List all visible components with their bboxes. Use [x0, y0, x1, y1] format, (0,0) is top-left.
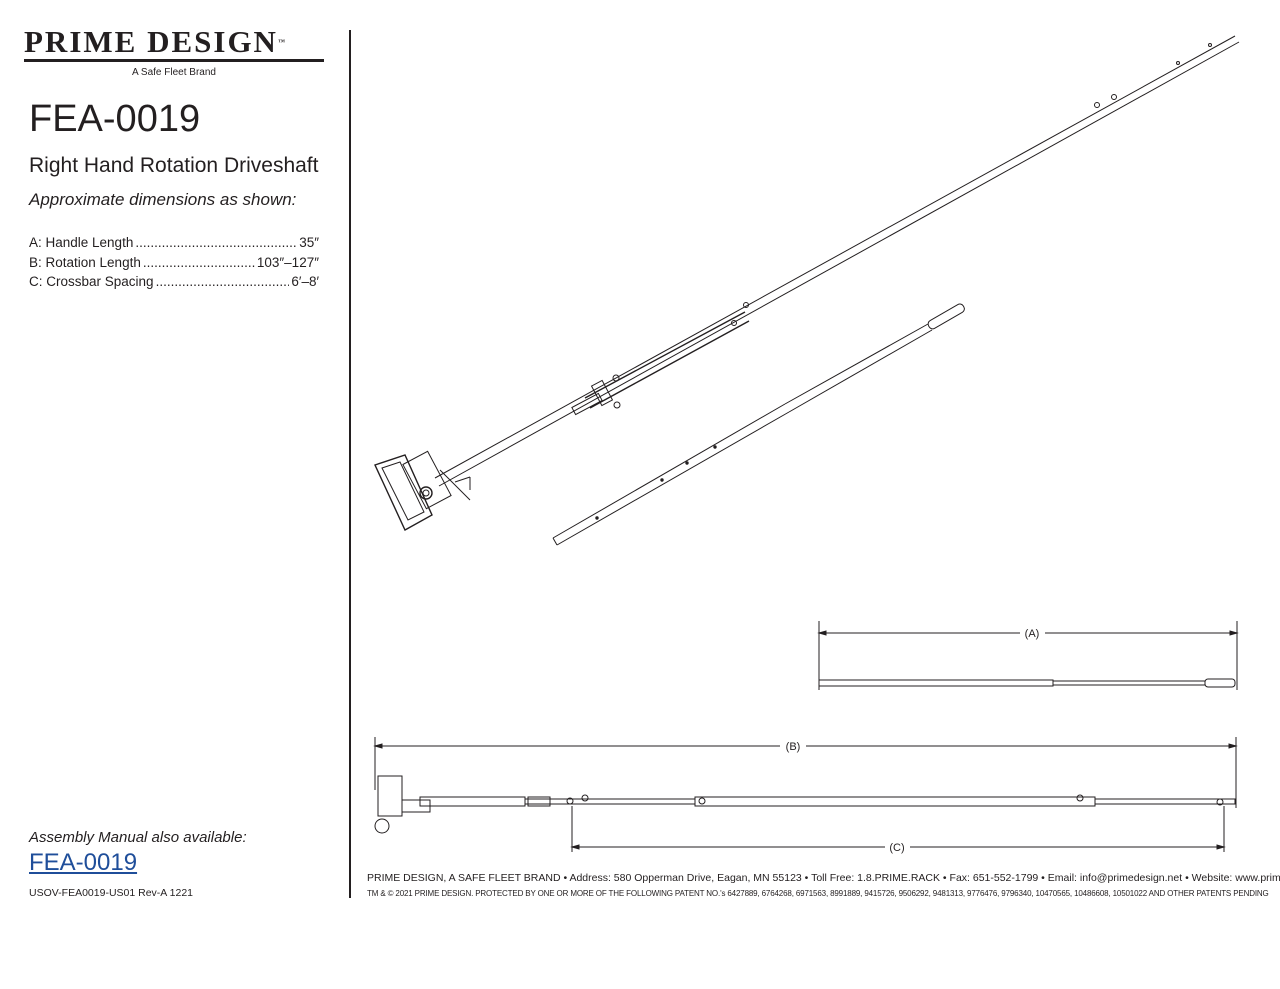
logo-wordmark: Prime Design™ [24, 24, 285, 59]
column-divider [349, 30, 351, 898]
approx-dimensions-heading: Approximate dimensions as shown: [29, 190, 297, 209]
footer-contact-line: PRIME DESIGN, A SAFE FLEET BRAND • Addre… [367, 872, 1280, 884]
dimension-value: 35″ [299, 235, 319, 250]
product-code-title: FEA-0019 [29, 98, 201, 140]
dimension-c-view [570, 806, 1226, 852]
footer-patent-line: TM & © 2021 PRIME DESIGN. PROTECTED BY O… [367, 889, 1269, 898]
dimension-label-c: (C) [889, 842, 904, 854]
dimension-b-view [373, 737, 1238, 834]
dimension-row-handle-length: A: Handle Length 35″ [29, 233, 319, 253]
dimension-list: A: Handle Length 35″ B: Rotation Length 10… [29, 233, 319, 292]
dimension-row-crossbar-spacing: C: Crossbar Spacing 6′–8′ [29, 272, 319, 292]
logo-tagline: A Safe Fleet Brand [132, 67, 216, 78]
dimension-label-a: (A) [1025, 628, 1040, 640]
dimension-value: 6′–8′ [291, 274, 319, 289]
handle-view [552, 303, 965, 546]
dimension-value: 103″–127″ [256, 254, 319, 270]
product-name: Right Hand Rotation Driveshaft [29, 154, 319, 177]
dimension-label: B: Rotation Length [29, 254, 141, 270]
driveshaft-technical-drawing: (A) (B) (C) [373, 35, 1240, 854]
dimension-label-b: (B) [786, 741, 801, 753]
trademark-mark: ™ [277, 38, 285, 46]
prime-design-logo: Prime Design™ A Safe Fleet Brand [24, 26, 324, 78]
dimension-a-view [817, 621, 1239, 690]
dimension-label: C: Crossbar Spacing [29, 274, 154, 289]
assembled-driveshaft-view [374, 35, 1240, 531]
assembly-manual-note: Assembly Manual also available: [29, 829, 247, 846]
logo-rule [24, 59, 324, 62]
dimension-label: A: Handle Length [29, 235, 134, 250]
dimension-row-rotation-length: B: Rotation Length 103″–127″ [29, 253, 319, 273]
document-id: USOV-FEA0019-US01 Rev-A 1221 [29, 887, 194, 899]
assembly-manual-link[interactable]: FEA-0019 [29, 849, 138, 876]
